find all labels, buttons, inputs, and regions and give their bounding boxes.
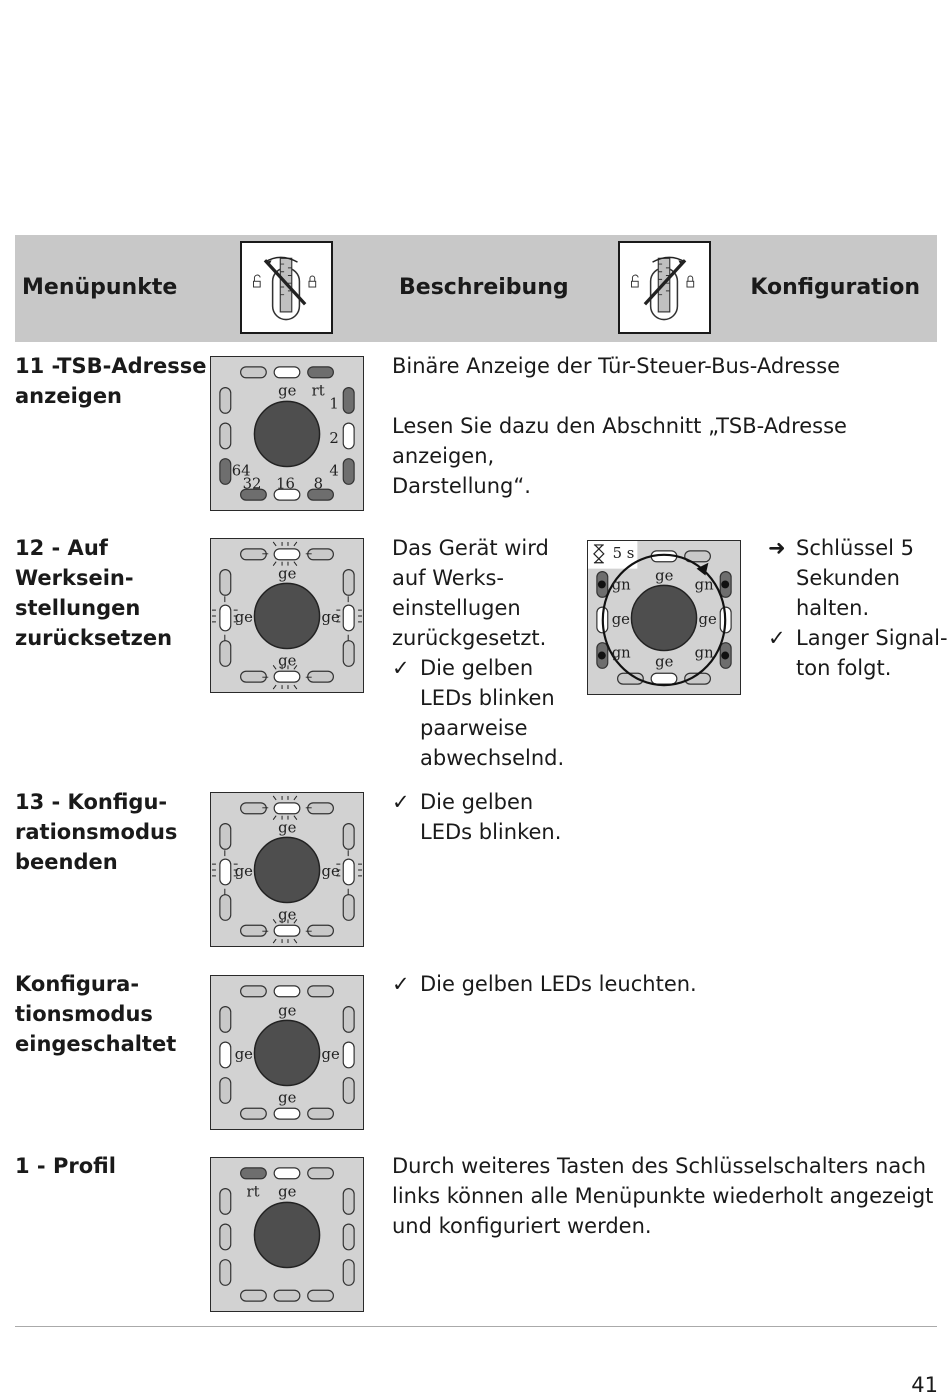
key-turn-right-icon bbox=[618, 241, 711, 334]
svg-text:2: 2 bbox=[329, 430, 338, 447]
svg-text:64: 64 bbox=[232, 462, 251, 479]
svg-text:ge: ge bbox=[235, 609, 253, 626]
svg-text:ge: ge bbox=[278, 652, 296, 669]
svg-text:rt: rt bbox=[247, 1184, 260, 1201]
led-panel-config-active: ge ge ge ge bbox=[210, 975, 364, 1130]
svg-text:ge: ge bbox=[278, 565, 296, 582]
svg-text:ge: ge bbox=[278, 1089, 296, 1106]
svg-text:gn: gn bbox=[695, 644, 714, 661]
check-icon: Die gelben bbox=[392, 653, 564, 683]
table-header: Menüpunkte Beschreibung bbox=[15, 235, 937, 342]
description-factory-reset: Das Gerät wird auf Werks- einstellugen z… bbox=[392, 533, 564, 773]
svg-text:gn: gn bbox=[695, 576, 714, 593]
svg-text:16: 16 bbox=[276, 475, 295, 492]
svg-text:ge: ge bbox=[322, 609, 340, 626]
column-header-description: Beschreibung bbox=[399, 275, 569, 300]
led-panel-hold-key-5s: 5 s ge gn gn ge ge gn gn ge bbox=[587, 540, 741, 695]
menu-item-factory-reset: 12 - Auf Werksein- stellungen zurücksetz… bbox=[15, 536, 173, 650]
svg-text:ge: ge bbox=[655, 567, 673, 584]
svg-text:ge: ge bbox=[322, 1046, 340, 1063]
svg-text:gn: gn bbox=[612, 576, 631, 593]
svg-text:32: 32 bbox=[243, 475, 262, 492]
led-panel-factory-reset: ge ge ge ge bbox=[210, 538, 364, 693]
svg-text:8: 8 bbox=[314, 475, 323, 492]
svg-text:ge: ge bbox=[278, 906, 296, 923]
svg-text:ge: ge bbox=[235, 1046, 253, 1063]
column-header-configuration: Konfiguration bbox=[750, 275, 920, 300]
menu-item-profile: 1 - Profil bbox=[15, 1154, 116, 1178]
svg-text:ge: ge bbox=[322, 863, 340, 880]
svg-text:ge: ge bbox=[235, 863, 253, 880]
svg-text:ge: ge bbox=[278, 1002, 296, 1019]
led-panel-profile: rt ge bbox=[210, 1157, 364, 1312]
footer-divider bbox=[15, 1326, 937, 1327]
key-turn-left-icon bbox=[240, 241, 333, 334]
check-icon: Die gelben LEDs leuchten. bbox=[392, 969, 697, 999]
description-config-active: Die gelben LEDs leuchten. bbox=[392, 969, 697, 999]
led-panel-exit-config: ge ge ge ge bbox=[210, 792, 364, 947]
svg-text:ge: ge bbox=[699, 611, 717, 628]
svg-text:ge: ge bbox=[278, 383, 296, 400]
svg-text:ge: ge bbox=[655, 653, 673, 670]
configuration-factory-reset: Schlüssel 5 Sekunden halten. Langer Sign… bbox=[768, 533, 948, 683]
check-icon: Langer Signal- bbox=[768, 623, 948, 653]
led-panel-tsb-address: ge rt 1 2 4 8 16 32 64 bbox=[210, 356, 364, 511]
hourglass-icon bbox=[593, 544, 605, 564]
svg-text:ge: ge bbox=[278, 819, 296, 836]
description-exit-config: Die gelben LEDs blinken. bbox=[392, 787, 561, 847]
check-icon: Die gelben bbox=[392, 787, 561, 817]
menu-item-config-active: Konfigura- tionsmodus eingeschaltet bbox=[15, 972, 177, 1056]
arrow-icon: Schlüssel 5 bbox=[768, 533, 948, 563]
description-tsb-address: Binäre Anzeige der Tür-Steuer-Bus-Adress… bbox=[392, 354, 847, 498]
description-profile: Durch weiteres Tasten des Schlüsselschal… bbox=[392, 1154, 934, 1238]
column-header-menu: Menüpunkte bbox=[22, 275, 178, 300]
svg-text:rt: rt bbox=[312, 383, 325, 400]
svg-text:4: 4 bbox=[329, 462, 338, 479]
page-number: 41 bbox=[911, 1373, 938, 1397]
svg-text:ge: ge bbox=[612, 611, 630, 628]
svg-text:5 s: 5 s bbox=[613, 545, 635, 562]
svg-text:ge: ge bbox=[278, 1184, 296, 1201]
menu-item-tsb-address: 11 -TSB-Adresse anzeigen bbox=[15, 354, 207, 408]
menu-item-exit-config: 13 - Konfigu- rationsmodus beenden bbox=[15, 790, 178, 874]
svg-text:1: 1 bbox=[329, 395, 338, 412]
svg-text:gn: gn bbox=[612, 644, 631, 661]
